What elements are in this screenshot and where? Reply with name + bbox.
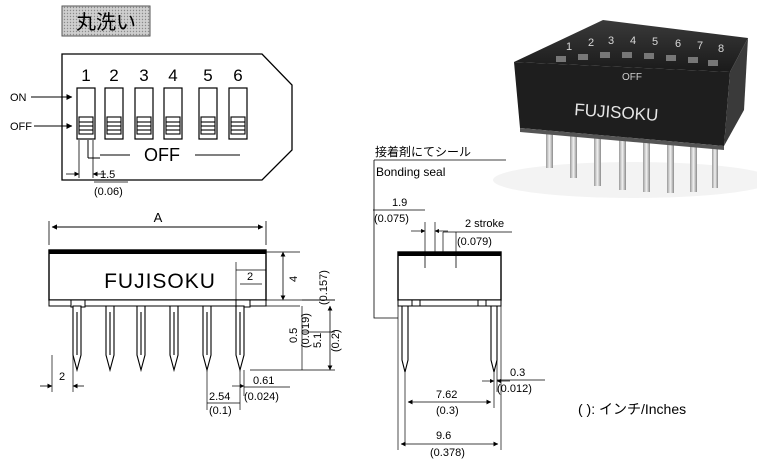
photo-number: 4 <box>630 35 636 47</box>
photo-number: 5 <box>652 36 658 48</box>
off-label: OFF <box>10 121 32 133</box>
pin-thickness-mm: 0.3 <box>510 367 525 379</box>
height-in: (0.157) <box>318 270 330 305</box>
seal-jp: 接着剤にてシール <box>375 144 471 159</box>
product-photo: 1 2 3 4 5 6 7 8 OFF FUJISOKU <box>493 20 757 198</box>
photo-number: 2 <box>588 37 594 49</box>
photo-number: 3 <box>608 35 614 47</box>
photo-number: 1 <box>566 41 572 53</box>
body-width-mm: 9.6 <box>436 430 451 442</box>
photo-number: 6 <box>675 38 681 50</box>
pitch-inch: (0.06) <box>94 186 123 198</box>
pin-thickness-in: (0.012) <box>497 383 532 395</box>
actuator-mm: 1.9 <box>392 197 407 209</box>
photo-number: 8 <box>718 43 724 55</box>
off-marking: OFF <box>144 145 180 165</box>
switch-number: 2 <box>109 66 118 85</box>
front-brand: FUJISOKU <box>104 270 216 293</box>
on-label: ON <box>10 92 27 104</box>
switch-slots <box>76 87 248 140</box>
seal-en: Bonding seal <box>376 165 445 179</box>
standoff-in: (0.019) <box>300 313 312 348</box>
side-view: 接着剤にてシール Bonding seal 1.9 (0.075) 2 stro… <box>373 144 545 459</box>
switch-number: 4 <box>168 66 177 85</box>
width-label-a: A <box>154 210 163 225</box>
switch-number: 5 <box>203 66 212 85</box>
inch-legend: ( ): インチ/Inches <box>578 401 686 417</box>
pin-width-in: (0.024) <box>244 391 279 403</box>
photo-actuators <box>556 52 718 66</box>
standoff-mm: 0.5 <box>288 328 300 343</box>
pin-pitch-mm: 2.54 <box>209 391 230 403</box>
row-spacing-in: (0.3) <box>436 405 459 417</box>
front-view: A FUJISOKU 2 4 (0.157) <box>40 210 342 417</box>
photo-off-text: OFF <box>622 72 642 83</box>
top-view: ON OFF 1 2 3 4 5 6 OFF <box>10 53 293 198</box>
pin-length-mm: 5.1 <box>312 333 324 348</box>
pin-width-mm: 0.61 <box>253 375 274 387</box>
pitch-value: 1.5 <box>100 169 115 181</box>
switch-actuators <box>78 116 246 135</box>
row-spacing-mm: 7.62 <box>436 389 457 401</box>
pin-length-in: (0.2) <box>330 329 342 352</box>
side-width: 2 <box>247 271 253 283</box>
stroke-label: 2 stroke <box>465 218 504 230</box>
stroke-in: (0.079) <box>457 236 492 248</box>
pin-pitch-in: (0.1) <box>209 405 232 417</box>
header-label: 丸洗い <box>76 11 136 34</box>
photo-number: 7 <box>697 40 703 52</box>
height-mm: 4 <box>288 276 300 282</box>
switch-number: 3 <box>139 66 148 85</box>
side-pins <box>401 305 498 373</box>
switch-number: 1 <box>81 66 90 85</box>
actuator-in: (0.075) <box>374 213 409 225</box>
header-label-box: 丸洗い <box>61 5 151 37</box>
end-offset: 2 <box>59 371 65 383</box>
body-width-in: (0.378) <box>430 447 465 459</box>
front-pins <box>72 305 245 373</box>
photo-pins <box>546 118 718 193</box>
switch-number: 6 <box>233 66 242 85</box>
